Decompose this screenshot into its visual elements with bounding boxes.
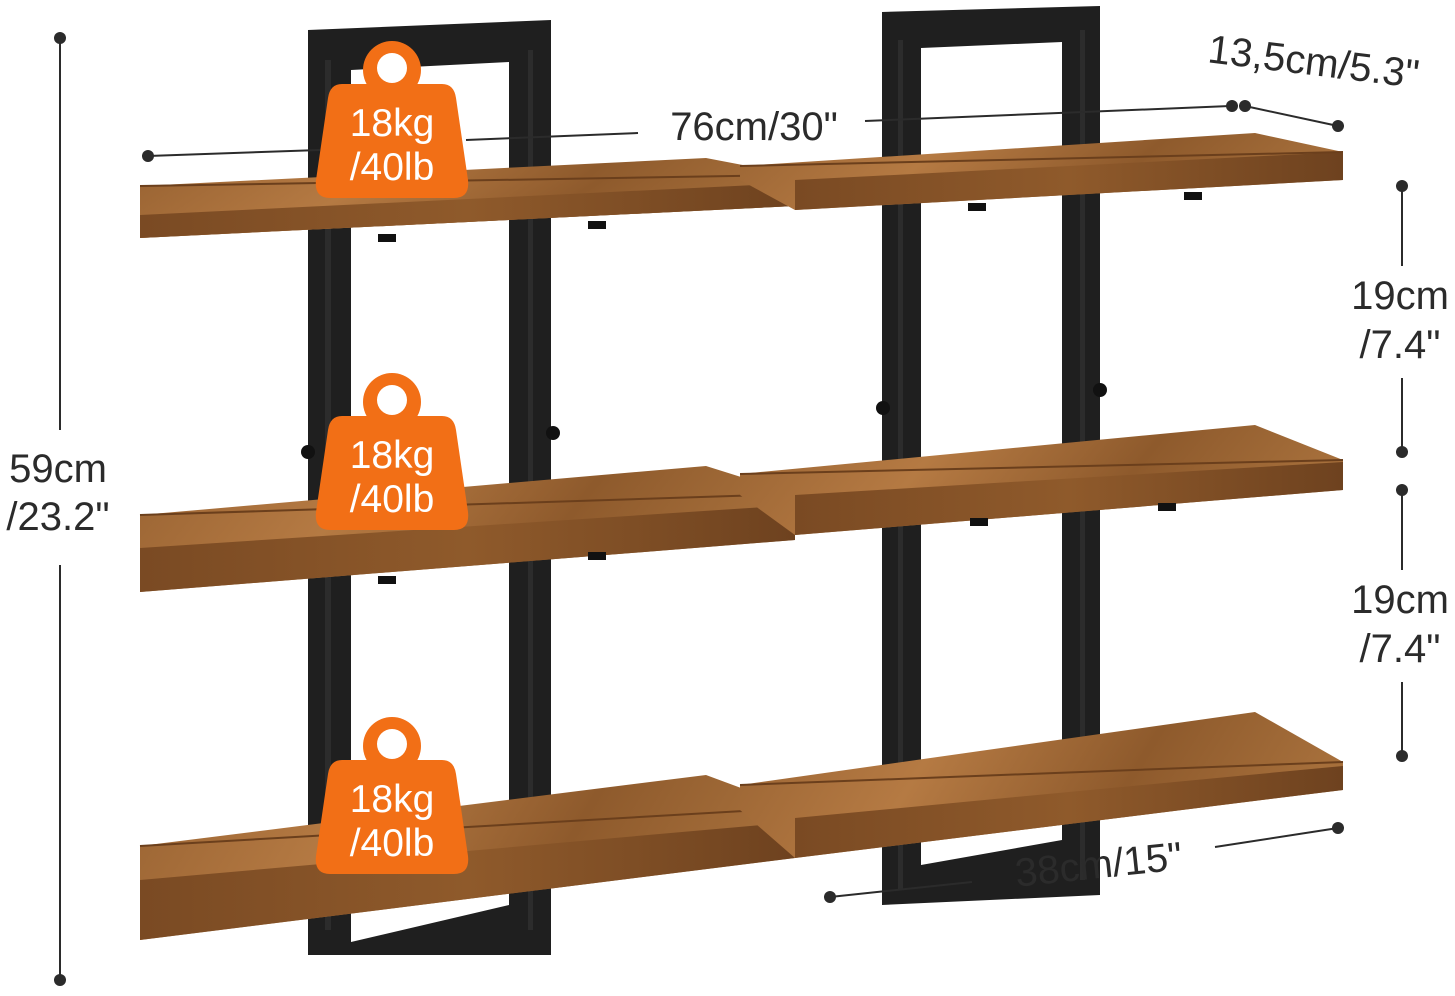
spacing-lower-label-line2: /7.4" bbox=[1360, 627, 1441, 671]
shelf-right-middle bbox=[739, 425, 1344, 535]
shelf-right-bottom bbox=[739, 712, 1344, 858]
shelf-width-label: 38cm/15" bbox=[1013, 834, 1184, 895]
dimension-total-height: 59cm /23.2" bbox=[6, 32, 110, 986]
weight-badge-middle: 18kg /40lb bbox=[315, 373, 469, 530]
spacing-upper-label-line2: /7.4" bbox=[1360, 323, 1441, 367]
total-height-label-line2: /23.2" bbox=[6, 495, 109, 539]
spacing-lower-label-line1: 19cm bbox=[1351, 578, 1449, 622]
total-width-label: 76cm/30" bbox=[670, 105, 838, 149]
weight-icon bbox=[315, 373, 469, 530]
weight-badge-bottom-line1: 18kg bbox=[350, 778, 435, 821]
weight-icon bbox=[315, 41, 469, 198]
shelf-right-top bbox=[739, 133, 1344, 211]
weight-badge-top-line2: /40lb bbox=[350, 146, 435, 189]
dimension-depth: 13,5cm/5.3" bbox=[1206, 27, 1422, 132]
shelf-left-middle bbox=[139, 466, 796, 592]
mounting-screws bbox=[301, 383, 1107, 459]
weight-badge-bottom: 18kg /40lb bbox=[315, 717, 469, 874]
total-height-label-line1: 59cm bbox=[9, 447, 107, 491]
spacing-upper-label-line1: 19cm bbox=[1351, 274, 1449, 318]
shelf-left-top bbox=[139, 158, 796, 242]
weight-badge-middle-line2: /40lb bbox=[350, 478, 435, 521]
weight-icon bbox=[315, 717, 469, 874]
dimension-spacing-upper: 19cm /7.4" bbox=[1351, 180, 1449, 458]
dimension-total-width: 76cm/30" bbox=[142, 100, 1238, 162]
weight-badge-top-line1: 18kg bbox=[350, 102, 435, 145]
depth-label: 13,5cm/5.3" bbox=[1206, 27, 1422, 97]
weight-badge-bottom-line2: /40lb bbox=[350, 822, 435, 865]
dimension-spacing-lower: 19cm /7.4" bbox=[1351, 484, 1449, 762]
weight-badge-top: 18kg /40lb bbox=[315, 41, 469, 198]
weight-badge-middle-line1: 18kg bbox=[350, 434, 435, 477]
